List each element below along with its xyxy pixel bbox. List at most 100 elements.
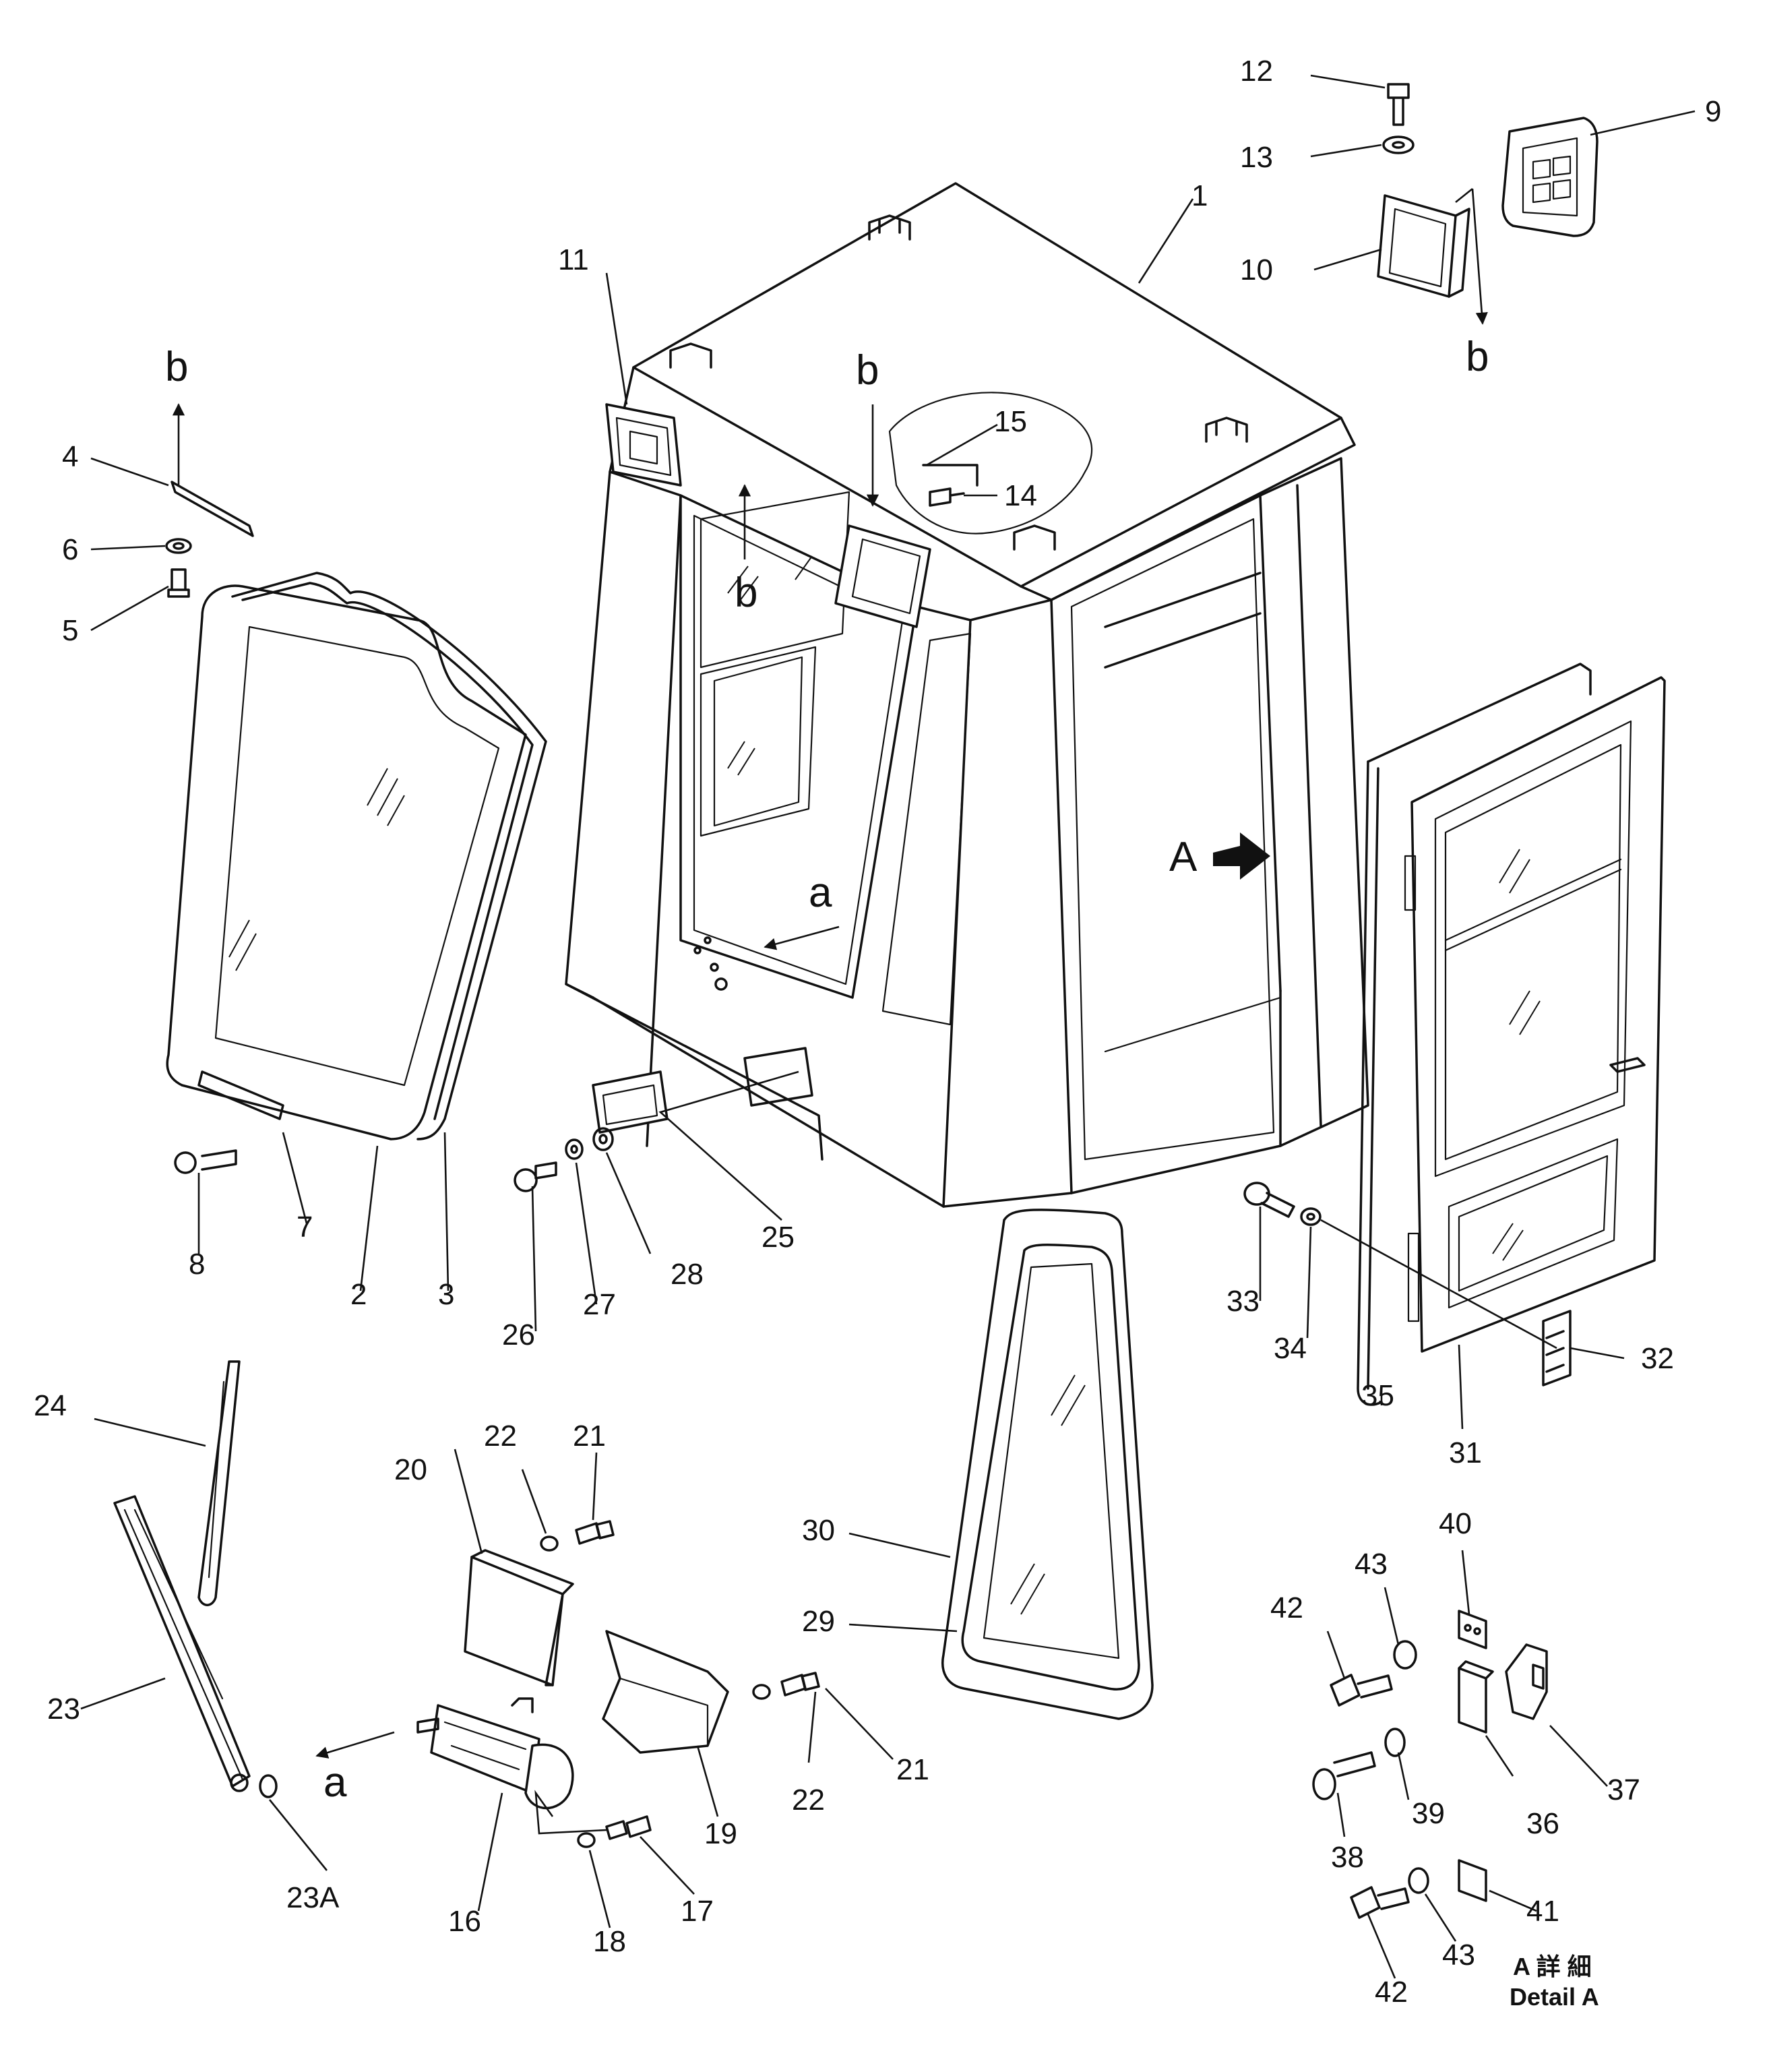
label-part-23A: 23A — [286, 1881, 340, 1914]
label-part-8: 8 — [189, 1248, 205, 1281]
label-part-43-upper: 43 — [1355, 1548, 1388, 1581]
label-part-33: 33 — [1227, 1285, 1260, 1318]
bolt-12 — [1387, 83, 1410, 126]
cab-body — [565, 182, 1369, 1208]
plate-40 — [1458, 1610, 1487, 1649]
label-part-22-upper: 22 — [484, 1420, 517, 1453]
washer-43-upper — [1393, 1640, 1417, 1670]
label-part-23: 23 — [47, 1693, 80, 1726]
ref-b-top-left: b — [165, 344, 188, 390]
bracket-7 — [197, 1070, 284, 1120]
bracket-4 — [170, 481, 254, 537]
label-part-5: 5 — [62, 614, 78, 647]
label-part-1: 1 — [1191, 179, 1208, 212]
label-part-6: 6 — [62, 533, 78, 566]
label-part-42-upper: 42 — [1270, 1591, 1303, 1624]
label-part-7: 7 — [297, 1211, 313, 1244]
label-part-41: 41 — [1526, 1895, 1559, 1928]
washer-22-lower — [752, 1684, 771, 1700]
plate-41 — [1458, 1859, 1487, 1902]
detail-caption-english: Detail A — [1510, 1983, 1599, 2011]
washer-27 — [565, 1138, 584, 1160]
label-part-20: 20 — [394, 1453, 427, 1486]
label-part-34: 34 — [1274, 1332, 1307, 1365]
label-part-32: 32 — [1641, 1342, 1674, 1375]
ref-b-cab-upper: b — [856, 347, 879, 394]
bolt-42-lower — [1350, 1886, 1410, 1919]
label-part-15: 15 — [994, 405, 1027, 438]
ref-b-cab-lower: b — [735, 570, 757, 616]
striker-37 — [1505, 1643, 1548, 1720]
part-number-labels: 1 2 3 4 5 6 7 8 9 10 11 12 13 14 15 16 1… — [34, 55, 1721, 2009]
label-part-14: 14 — [1004, 479, 1037, 512]
label-part-43-lower: 43 — [1442, 1939, 1475, 1972]
door-hinge-area — [1404, 855, 1420, 1322]
bolt-38 — [1312, 1751, 1376, 1800]
washer-6 — [165, 538, 192, 554]
detail-caption-japanese: A 詳 細 — [1513, 1953, 1592, 1980]
label-part-36: 36 — [1526, 1807, 1559, 1840]
ref-A-arrow: A — [1169, 834, 1198, 880]
washer-22-upper — [540, 1535, 559, 1552]
detail-a-caption: A 詳 細 Detail A — [1510, 1953, 1599, 2011]
label-part-37: 37 — [1607, 1773, 1640, 1806]
label-part-18: 18 — [593, 1925, 626, 1958]
windshield-glass — [166, 584, 527, 1140]
bolt-17 — [605, 1815, 652, 1840]
bolt-42-upper — [1330, 1674, 1393, 1707]
door-31 — [1410, 676, 1666, 1353]
label-part-3: 3 — [438, 1278, 454, 1311]
label-part-16: 16 — [448, 1905, 481, 1938]
reference-letter-labels: b b b b a a A — [165, 334, 1489, 1806]
washer-43-lower — [1408, 1867, 1429, 1894]
label-part-2: 2 — [350, 1278, 367, 1311]
cover-19 — [602, 1630, 729, 1754]
lamp-mount-plate — [834, 524, 931, 628]
washer-18 — [577, 1832, 596, 1848]
label-part-4: 4 — [62, 440, 78, 473]
switch-detail-bubble — [888, 392, 1093, 535]
washer-23A — [259, 1774, 278, 1798]
label-part-39: 39 — [1412, 1797, 1445, 1830]
lamp-bracket-10 — [1377, 194, 1470, 298]
ref-a-cab: a — [809, 870, 832, 916]
bolt-33 — [1243, 1182, 1295, 1218]
bolt-5 — [167, 568, 190, 598]
label-part-40: 40 — [1439, 1507, 1472, 1540]
wiper-blade-24 — [197, 1360, 241, 1606]
side-window-29-glass — [961, 1244, 1140, 1690]
label-part-30: 30 — [802, 1514, 835, 1547]
ref-a-motor: a — [323, 1759, 347, 1806]
label-part-13: 13 — [1240, 141, 1273, 174]
work-lamp-11 — [605, 403, 682, 487]
label-part-24: 24 — [34, 1389, 67, 1422]
wiper-motor-16 — [416, 1697, 574, 1810]
cover-20 — [464, 1549, 574, 1686]
label-part-29: 29 — [802, 1605, 835, 1638]
label-part-26: 26 — [502, 1318, 535, 1351]
label-part-27: 27 — [583, 1288, 616, 1321]
label-part-35: 35 — [1361, 1379, 1394, 1412]
label-part-9: 9 — [1705, 95, 1721, 128]
latch-36 — [1458, 1660, 1494, 1734]
label-part-11: 11 — [558, 243, 589, 276]
washer-13 — [1382, 135, 1415, 154]
label-part-22-lower: 22 — [792, 1784, 825, 1817]
label-part-42-lower: 42 — [1375, 1976, 1408, 2009]
leader-lines — [80, 74, 1696, 1979]
label-part-21-upper: 21 — [573, 1420, 606, 1453]
label-part-19: 19 — [704, 1817, 737, 1850]
bolt-8 — [174, 1149, 237, 1174]
washer-34 — [1300, 1207, 1322, 1226]
bolt-21-lower — [780, 1672, 820, 1697]
label-part-31: 31 — [1449, 1436, 1482, 1469]
bolt-26 — [514, 1161, 557, 1192]
cover-plate-25 — [592, 1070, 669, 1134]
washer-39 — [1384, 1728, 1406, 1757]
label-part-21-lower: 21 — [896, 1753, 929, 1786]
work-lamp-9 — [1501, 117, 1599, 237]
wiper-arm-23 — [113, 1495, 251, 1792]
washer-28 — [592, 1127, 614, 1151]
label-part-12: 12 — [1240, 55, 1273, 88]
